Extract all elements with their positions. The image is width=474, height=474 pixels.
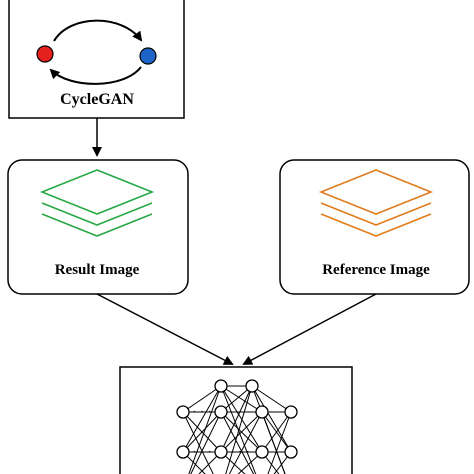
network-node	[214, 379, 228, 393]
network-connection	[182, 411, 222, 453]
network-node	[245, 379, 259, 393]
network-connection	[251, 385, 292, 453]
network-node	[176, 445, 190, 459]
network-connection	[188, 385, 222, 474]
network-connection	[182, 385, 222, 453]
cyclegan-label: CycleGAN	[60, 91, 134, 108]
network-connection	[220, 411, 263, 453]
network-node	[255, 445, 269, 459]
network-connection	[190, 411, 222, 474]
ellipsis-dots: · · ·	[192, 445, 211, 459]
network-node	[255, 405, 269, 419]
layers-icon	[318, 169, 434, 237]
network-node	[214, 445, 228, 459]
network-connection	[237, 451, 263, 474]
arrow-reference-to-network	[242, 293, 377, 365]
network-connection	[225, 385, 253, 474]
network-node	[284, 405, 298, 419]
network-connection	[267, 411, 292, 474]
network-connection	[220, 385, 253, 453]
network-connection	[220, 385, 263, 413]
arrow-result-to-network	[96, 293, 234, 365]
ellipsis-dots: · · ·	[192, 405, 211, 419]
reference-image-label: Reference Image	[322, 262, 430, 278]
network-connection	[228, 411, 263, 474]
network-node	[214, 405, 228, 419]
network-node	[284, 445, 298, 459]
cycle-icon	[36, 19, 157, 85]
cycle-arrow-backward	[49, 66, 142, 85]
neural-network-icon: · · · · · · · · ·	[176, 379, 298, 474]
result-image-label: Result Image	[54, 262, 140, 278]
cycle-arrow-forward	[53, 19, 143, 42]
network-node	[176, 405, 190, 419]
network-connection	[220, 385, 253, 413]
network-connection	[182, 385, 222, 413]
network-connection	[251, 385, 292, 413]
layers-icon	[39, 169, 155, 237]
blue-node	[139, 47, 157, 65]
network-connection	[198, 451, 222, 474]
red-node	[36, 45, 54, 63]
network-connection	[220, 385, 263, 453]
network-connection	[220, 385, 257, 474]
ellipsis-dots: · · ·	[230, 445, 249, 459]
network-connection	[261, 411, 292, 453]
network-connection	[273, 451, 292, 474]
